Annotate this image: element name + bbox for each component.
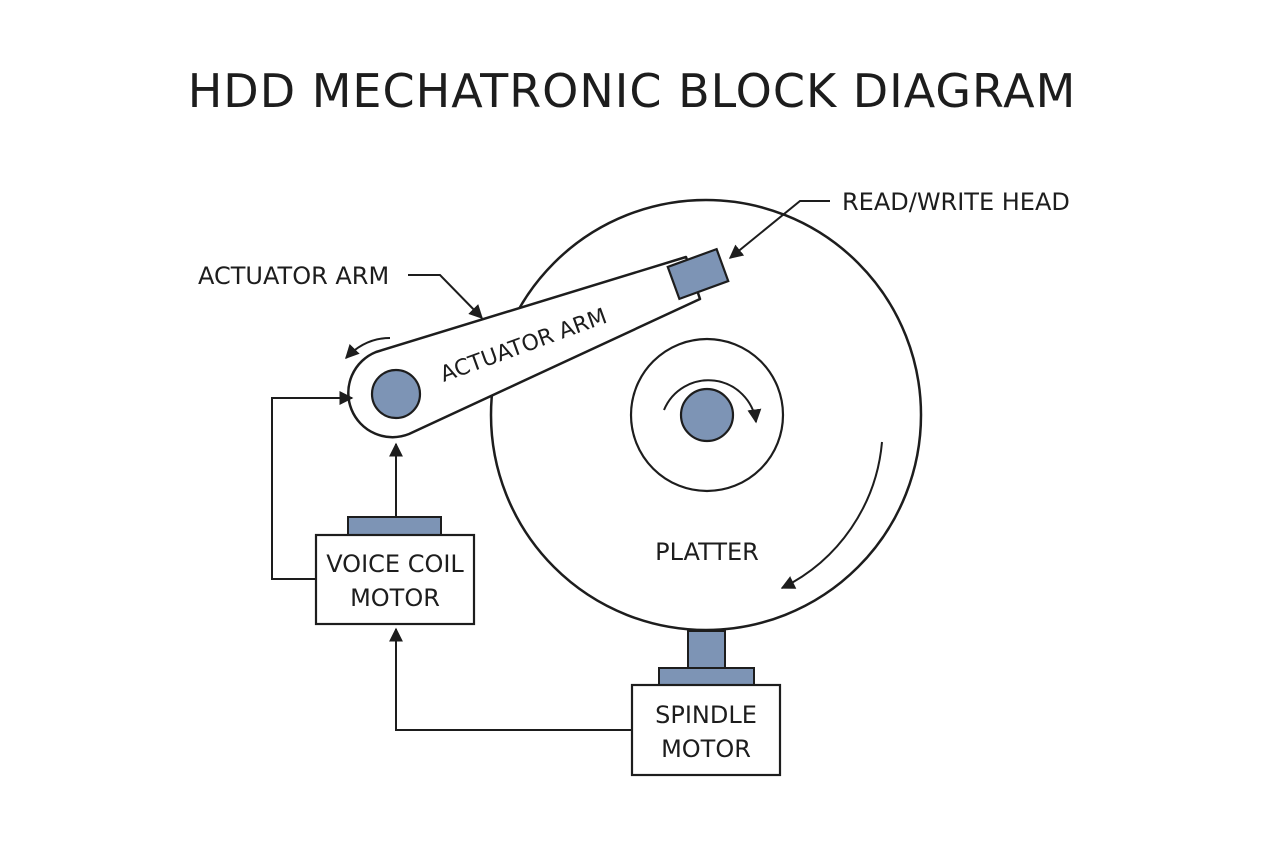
read-write-head-label: READ/WRITE HEAD [842, 188, 1070, 216]
platter-inner-ring [629, 337, 785, 493]
voice-coil-motor-box [314, 533, 476, 626]
read-write-head-leader [728, 200, 830, 259]
signal-flow [271, 391, 632, 731]
read-write-head-callout: READ/WRITE HEAD [728, 188, 1070, 259]
spindle-motor-cap [658, 667, 755, 687]
voice-coil-motor-label-line1: VOICE COIL [326, 550, 464, 578]
vcm-feedback-loop-arrow [271, 391, 354, 580]
actuator-arm-body [347, 255, 702, 439]
spindle-motor-label-line2: MOTOR [661, 735, 751, 763]
spindle-to-vcm-arrow [389, 627, 632, 731]
outer-rotation-arrow [780, 441, 883, 589]
platter-label: PLATTER [655, 538, 759, 566]
spindle-hub [679, 387, 735, 443]
spindle-motor: SPINDLE MOTOR [630, 630, 782, 777]
spindle-shaft [687, 630, 726, 670]
actuator-arm-leader [408, 274, 483, 320]
spindle-motor-box [630, 683, 782, 777]
actuator-pivot [370, 368, 422, 420]
voice-coil-motor-cap [347, 516, 442, 537]
actuator-arm-callout: ACTUATOR ARM [198, 262, 483, 320]
inner-rotation-arrow [663, 379, 762, 424]
read-write-head-block [666, 247, 730, 301]
read-write-head [666, 247, 730, 301]
voice-coil-motor-label-line2: MOTOR [350, 584, 440, 612]
diagram-title: HDD MECHATRONIC BLOCK DIAGRAM [188, 64, 1077, 118]
spindle-motor-label-line1: SPINDLE [655, 701, 757, 729]
voice-coil-motor: VOICE COIL MOTOR [314, 516, 476, 626]
actuator-arm-label: ACTUATOR ARM [198, 262, 389, 290]
pivot-swing-arrow [345, 337, 391, 360]
